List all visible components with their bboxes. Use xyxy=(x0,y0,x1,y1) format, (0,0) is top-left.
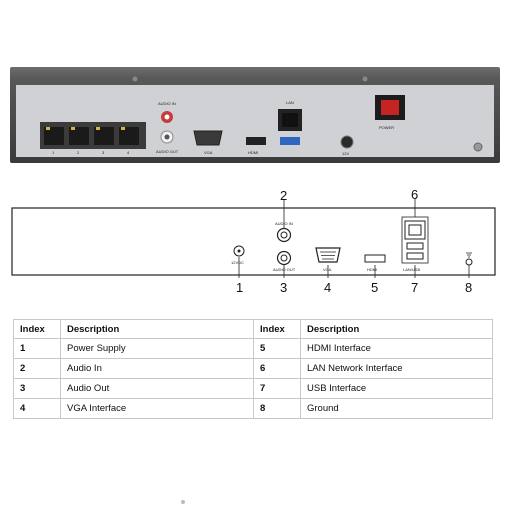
rear-panel-photo: 1 2 3 4 AUDIO IN AUDIO OUT VGA HDMI LAN … xyxy=(10,67,500,163)
vga-label: VGA xyxy=(323,267,332,272)
audio-out-label: AUDIO OUT xyxy=(156,149,179,154)
callout-8: 8 xyxy=(465,280,473,295)
hdmi-label: HDMI xyxy=(367,267,377,272)
power-label: 12V xyxy=(342,151,349,156)
description-cell: Power Supply xyxy=(60,338,254,359)
usb-port xyxy=(280,137,300,145)
description-cell: Audio Out xyxy=(60,378,254,399)
header-description: Description xyxy=(300,319,493,339)
power-label: 12VDC xyxy=(231,260,244,265)
rear-panel-diagram: 12VDC AUDIO IN AUDIO OUT VGA HDMI LAN/US… xyxy=(11,199,496,278)
screw xyxy=(362,76,368,82)
index-cell: 2 xyxy=(13,358,61,379)
description-cell: USB Interface xyxy=(300,378,493,399)
port-number: 2 xyxy=(77,150,80,155)
table-row: 3 Audio Out 7 USB Interface xyxy=(13,378,493,399)
description-cell: Ground xyxy=(300,398,493,419)
table-header-row: Index Description Index Description xyxy=(13,319,493,339)
vga-connector xyxy=(315,247,341,263)
index-cell: 6 xyxy=(253,358,301,379)
panel-outline xyxy=(11,207,496,276)
hdmi-label: HDMI xyxy=(248,150,258,155)
description-cell: VGA Interface xyxy=(60,398,254,419)
vga-port xyxy=(193,130,223,146)
poe-port-group: 1 2 3 4 xyxy=(40,122,146,155)
table-row: 4 VGA Interface 8 Ground xyxy=(13,398,493,419)
power-jack xyxy=(340,135,354,149)
callout-1: 1 xyxy=(236,280,244,295)
index-cell: 8 xyxy=(253,398,301,419)
callout-7: 7 xyxy=(411,280,419,295)
callout-2: 2 xyxy=(280,188,288,203)
vga-label: VGA xyxy=(204,150,213,155)
lan-usb-label: LAN/USB xyxy=(403,267,420,272)
poe-port xyxy=(44,127,64,145)
screw xyxy=(473,142,483,152)
header-index: Index xyxy=(253,319,301,339)
index-cell: 4 xyxy=(13,398,61,419)
index-cell: 3 xyxy=(13,378,61,399)
poe-port xyxy=(119,127,139,145)
poe-port xyxy=(94,127,114,145)
index-cell: 1 xyxy=(13,338,61,359)
ground-terminal xyxy=(465,258,473,266)
callout-4: 4 xyxy=(324,280,332,295)
index-cell: 5 xyxy=(253,338,301,359)
callout-3: 3 xyxy=(280,280,288,295)
description-cell: HDMI Interface xyxy=(300,338,493,359)
port-number: 3 xyxy=(102,150,105,155)
audio-in-label: AUDIO IN xyxy=(158,101,176,106)
header-index: Index xyxy=(13,319,61,339)
port-number: 1 xyxy=(52,150,55,155)
port-number: 4 xyxy=(127,150,130,155)
lan-label: LAN xyxy=(286,100,294,105)
callout-5: 5 xyxy=(371,280,379,295)
hdmi-connector xyxy=(364,254,386,263)
interface-table: Index Description Index Description 1 Po… xyxy=(13,319,493,419)
hdmi-port xyxy=(246,137,266,145)
header-description: Description xyxy=(60,319,254,339)
index-cell: 7 xyxy=(253,378,301,399)
screw xyxy=(132,76,138,82)
table-row: 2 Audio In 6 LAN Network Interface xyxy=(13,358,493,379)
page-dot xyxy=(181,500,185,504)
table-row: 1 Power Supply 5 HDMI Interface xyxy=(13,338,493,359)
description-cell: Audio In xyxy=(60,358,254,379)
usb-connector xyxy=(406,242,424,250)
callout-6: 6 xyxy=(411,187,419,202)
description-cell: LAN Network Interface xyxy=(300,358,493,379)
poe-port xyxy=(69,127,89,145)
switch-label: POWER xyxy=(379,125,394,130)
